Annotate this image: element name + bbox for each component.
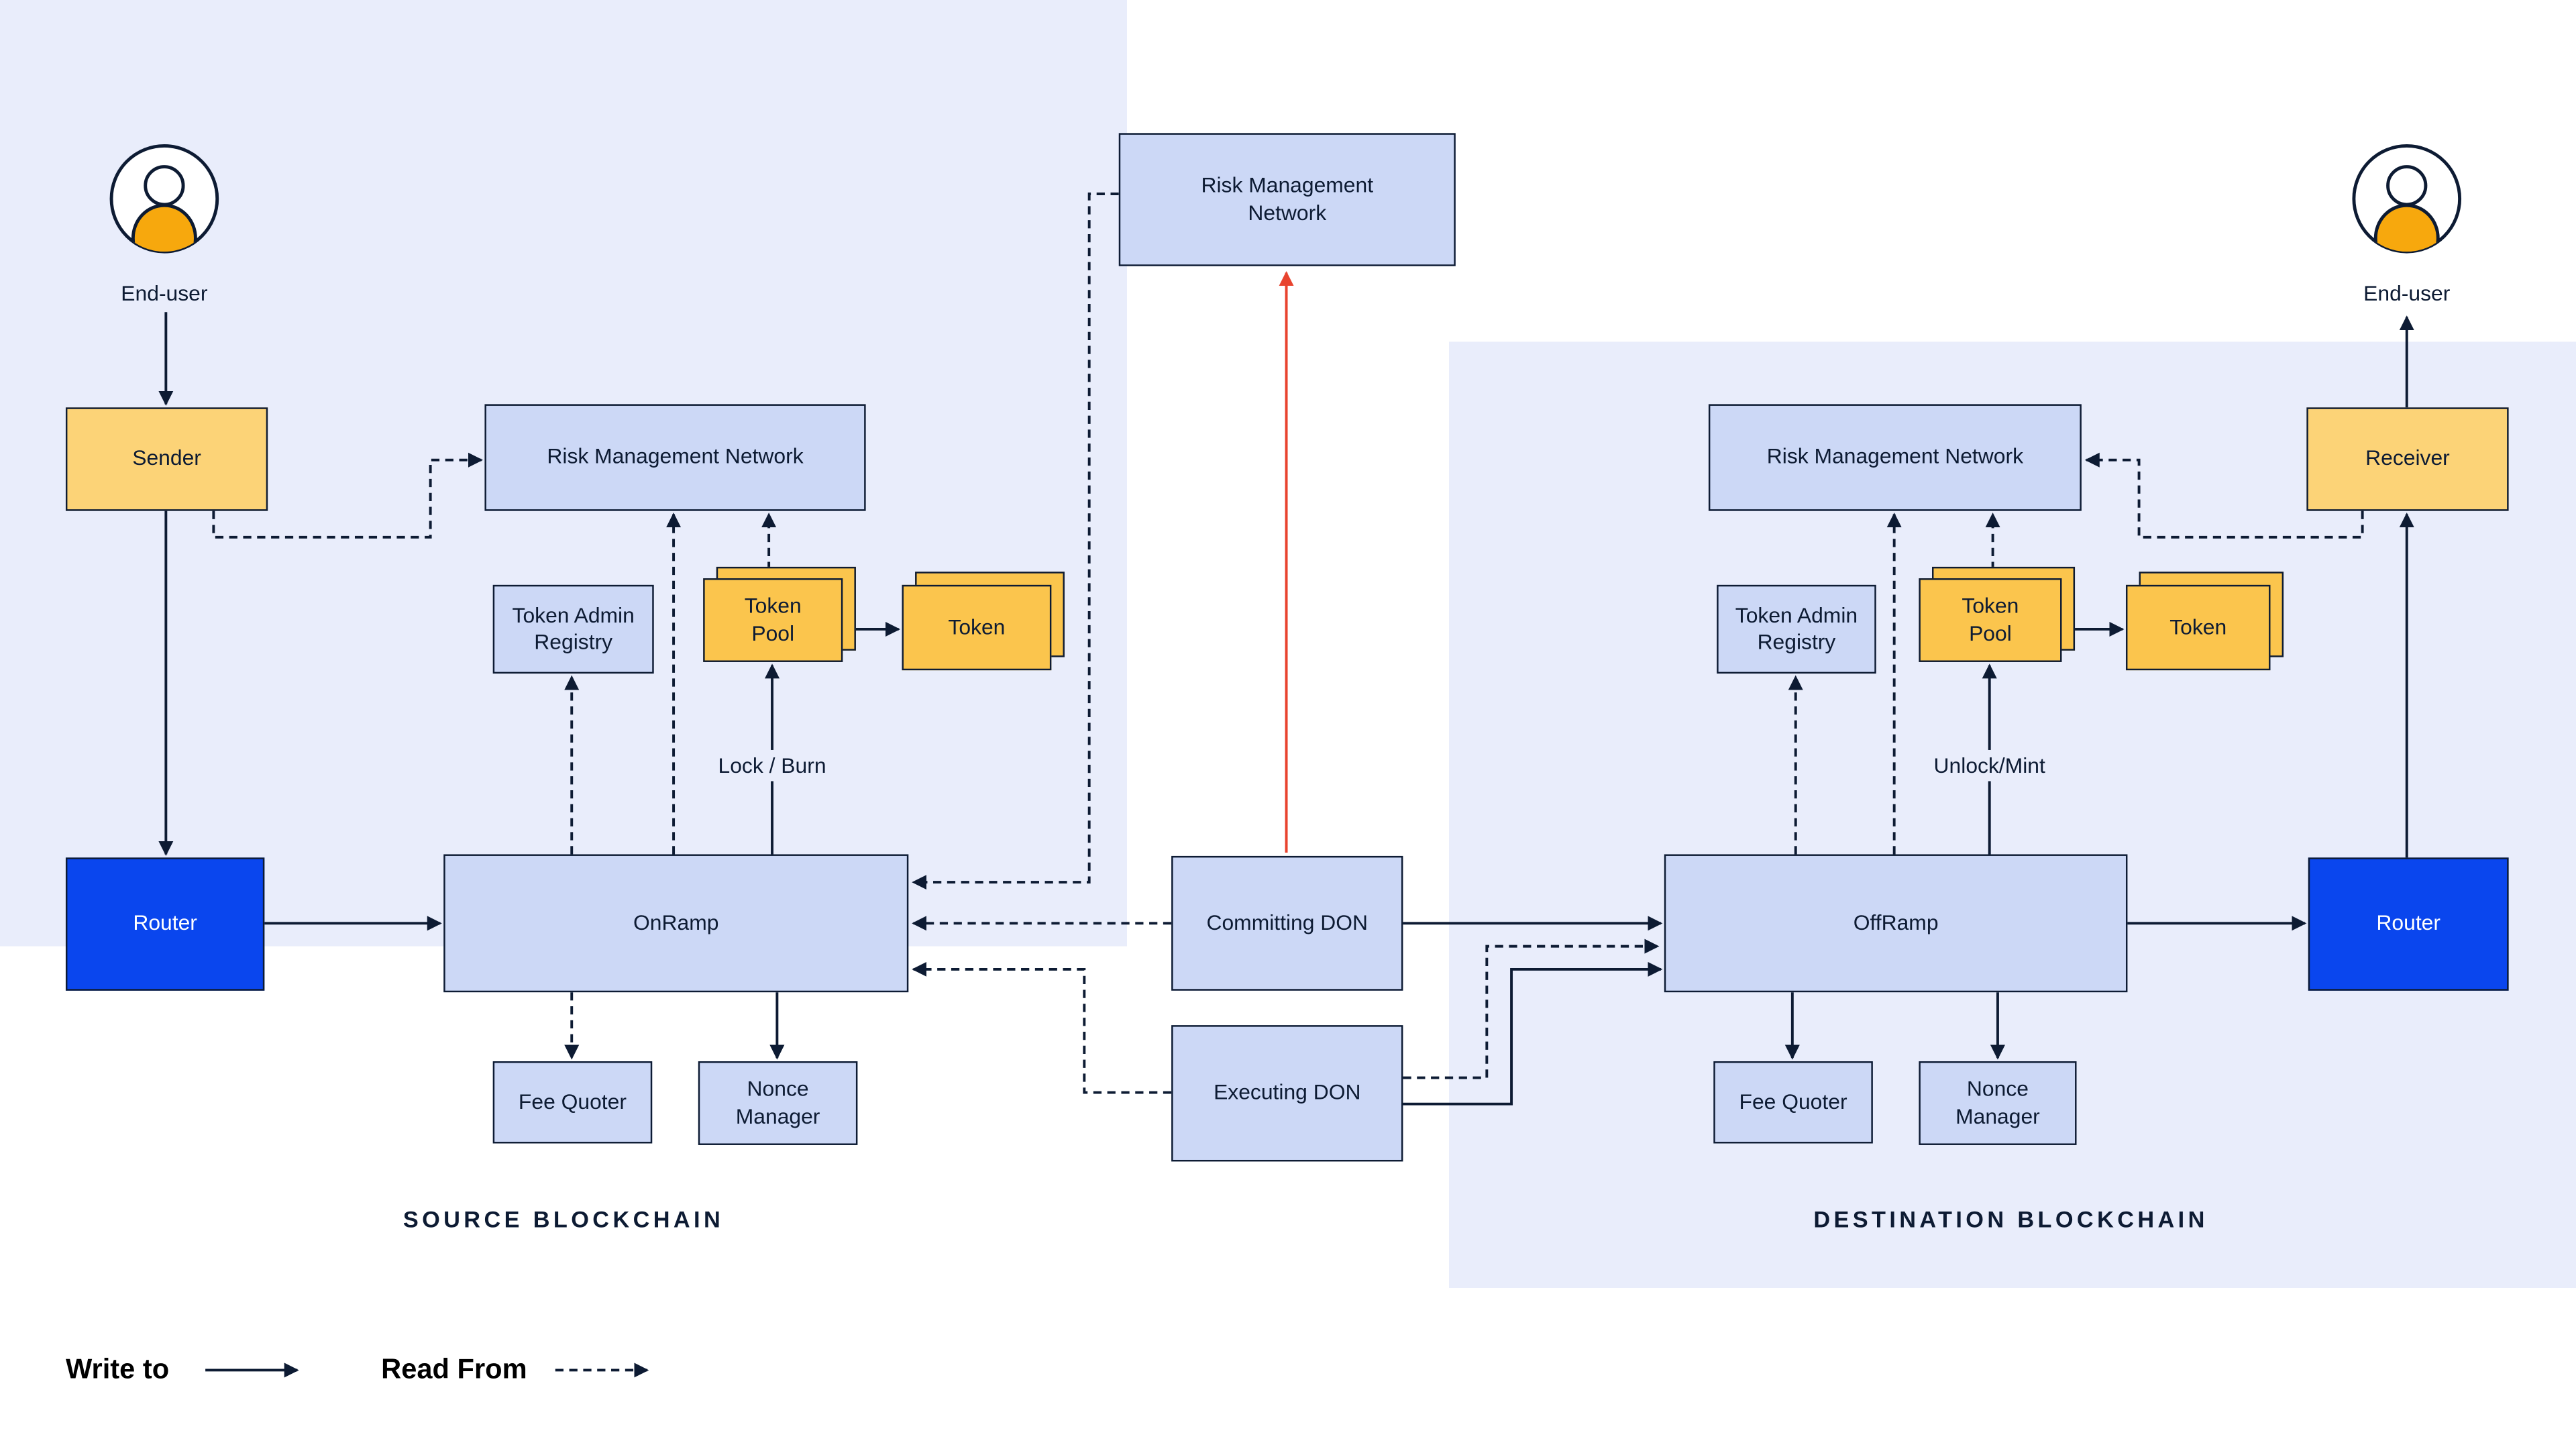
risk-management-network-destination: Risk Management Network	[1708, 404, 2082, 511]
person-icon	[2352, 144, 2462, 254]
sender-label: Sender	[132, 445, 201, 471]
executing-don-node: Executing DON	[1171, 1025, 1403, 1162]
dashed-executingdon-to-onramp	[912, 961, 1172, 1094]
end-user-label-destination: End-user	[2363, 280, 2451, 306]
fee-quoter-node-source: Fee Quoter	[492, 1061, 653, 1144]
legend-write-to-label: Write to	[65, 1353, 170, 1385]
offramp-node: OffRamp	[1664, 854, 2128, 993]
person-icon	[109, 144, 219, 254]
router-node-source: Router	[65, 857, 265, 991]
onramp-node: OnRamp	[443, 854, 909, 993]
end-user-avatar-destination	[2351, 143, 2463, 255]
token-pool-stack-destination: Token Pool	[1919, 566, 2076, 662]
risk-management-network-destination-label: Risk Management Network	[1766, 444, 2023, 469]
source-blockchain-title: SOURCE BLOCKCHAIN	[402, 1205, 724, 1232]
risk-management-network-source-label: Risk Management Network	[547, 444, 804, 469]
fee-quoter-destination-label: Fee Quoter	[1739, 1089, 1847, 1114]
router-label-source: Router	[133, 910, 197, 936]
dashed-receiver-to-riskmgmt-dest	[2084, 452, 2364, 539]
unlock-mint-label: Unlock/Mint	[1923, 749, 2055, 782]
token-pool-node-source: Token Pool	[703, 578, 843, 662]
dashed-sender-to-riskmgmt	[212, 452, 484, 539]
fee-quoter-node-destination: Fee Quoter	[1713, 1061, 1873, 1144]
token-pool-stack-source: Token Pool	[703, 566, 856, 662]
end-user-label-source: End-user	[121, 280, 208, 306]
onramp-label: OnRamp	[633, 910, 719, 935]
token-node-source: Token	[902, 584, 1052, 671]
router-label-destination: Router	[2376, 910, 2440, 936]
nonce-manager-destination-label: Nonce Manager	[1955, 1076, 2040, 1128]
arrow-executingdon-to-offramp	[1403, 961, 1663, 1106]
dashed-riskmgmt-to-onramp	[912, 193, 1119, 890]
fee-quoter-source-label: Fee Quoter	[518, 1089, 627, 1114]
router-node-destination: Router	[2308, 857, 2509, 991]
risk-management-network-source: Risk Management Network	[484, 404, 866, 511]
token-source-label: Token	[948, 614, 1006, 639]
nonce-manager-source-label: Nonce Manager	[735, 1076, 820, 1128]
destination-blockchain-title: DESTINATION BLOCKCHAIN	[1813, 1205, 2208, 1232]
legend-read-from-label: Read From	[381, 1353, 527, 1385]
executing-don-label: Executing DON	[1214, 1079, 1361, 1105]
risk-management-network-top-label: Risk Management Network	[1201, 172, 1374, 225]
token-pool-source-label: Token Pool	[744, 593, 802, 645]
committing-don-label: Committing DON	[1206, 910, 1368, 935]
committing-don-node: Committing DON	[1171, 855, 1403, 991]
token-destination-label: Token	[2169, 614, 2227, 639]
token-admin-registry-destination-label: Token Admin Registry	[1735, 602, 1858, 654]
token-pool-node-destination: Token Pool	[1919, 578, 2062, 662]
risk-management-network-top: Risk Management Network	[1118, 133, 1456, 266]
token-admin-registry-source-label: Token Admin Registry	[512, 602, 635, 654]
token-admin-registry-source: Token Admin Registry	[492, 584, 654, 674]
offramp-label: OffRamp	[1853, 910, 1939, 935]
sender-node: Sender	[65, 407, 268, 511]
receiver-node: Receiver	[2306, 407, 2509, 511]
token-pool-destination-label: Token Pool	[1962, 593, 2019, 645]
end-user-avatar-source	[109, 143, 221, 255]
token-stack-source: Token	[902, 572, 1065, 671]
nonce-manager-node-destination: Nonce Manager	[1919, 1061, 2077, 1145]
token-stack-destination: Token	[2125, 572, 2284, 671]
lock-burn-label: Lock / Burn	[708, 749, 837, 782]
receiver-label: Receiver	[2365, 445, 2450, 471]
token-admin-registry-destination: Token Admin Registry	[1717, 584, 1876, 674]
nonce-manager-node-source: Nonce Manager	[698, 1061, 858, 1145]
token-node-destination: Token	[2125, 584, 2271, 671]
dashed-executingdon-to-offramp	[1403, 938, 1660, 1079]
